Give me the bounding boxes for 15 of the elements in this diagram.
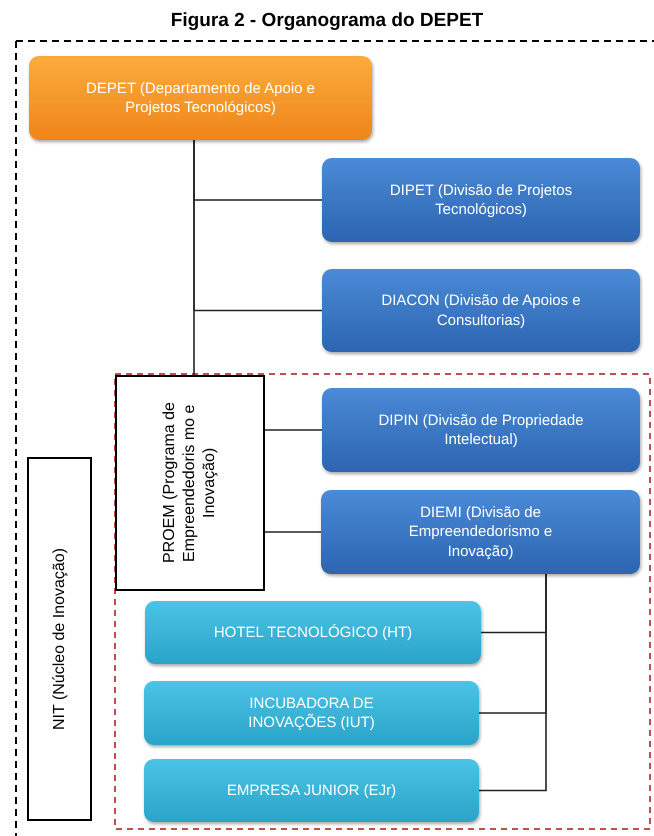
program-box: NIT (Núcleo de Inovação) [27, 457, 92, 821]
connector-line [265, 531, 321, 533]
unit-box: INCUBADORA DE INOVAÇÕES (IUT) [144, 681, 479, 745]
division-box: DIEMI (Divisão de Empreendedorismo e Inovação) [321, 490, 640, 574]
unit-box: EMPRESA JUNIOR (EJr) [144, 759, 479, 822]
department-box: DEPET (Departamento de Apoio e Projetos Tecnológicos) [29, 56, 372, 140]
program-box: PROEM (Programa de Empreendedoris mo e Inovação) [115, 375, 265, 591]
division-box: DIACON (Divisão de Apoios e Consultorias) [322, 269, 640, 352]
division-box: DIPIN (Divisão de Propriedade Intelectual) [322, 388, 640, 472]
connector-line [479, 574, 547, 792]
connector-line [193, 140, 195, 375]
diagram-title: Figura 2 - Organograma do DEPET [170, 10, 484, 32]
connector-line [265, 429, 322, 431]
unit-box: HOTEL TECNOLÓGICO (HT) [145, 601, 481, 664]
division-box: DIPET (Divisão de Projetos Tecnológicos) [322, 158, 640, 242]
